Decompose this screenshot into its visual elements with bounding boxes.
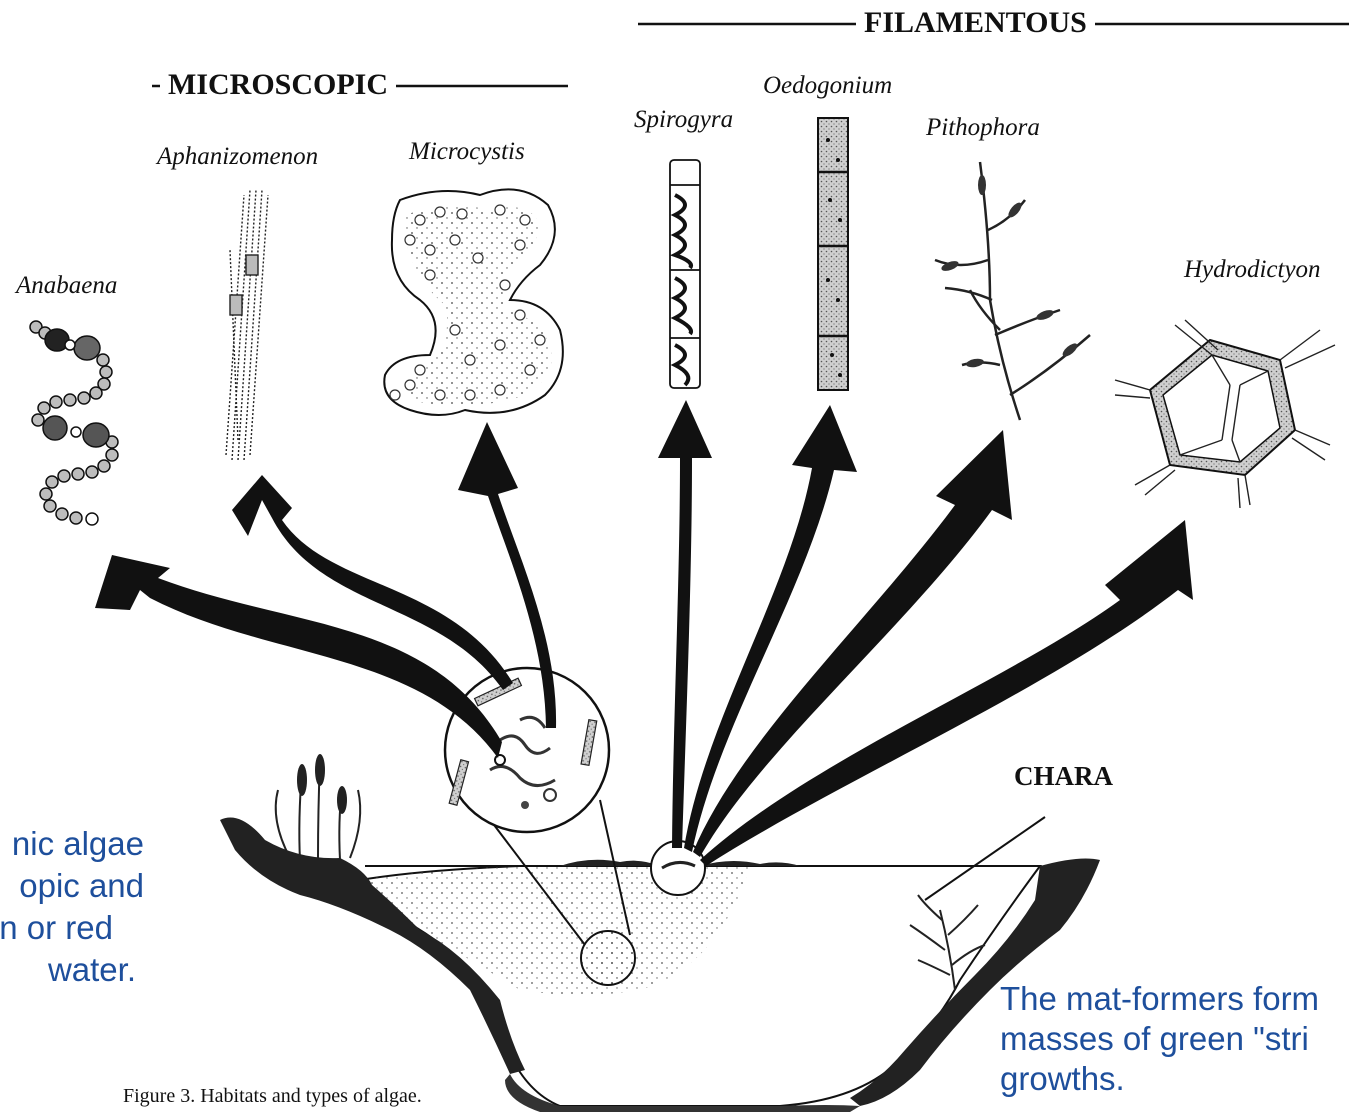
left-note-line: n or red bbox=[0, 909, 113, 946]
aphanizomenon-drawing bbox=[226, 190, 268, 460]
left-note-line: opic and bbox=[19, 867, 144, 904]
label-oedogonium: Oedogonium bbox=[763, 72, 892, 100]
right-note-line: The mat-formers form bbox=[1000, 980, 1319, 1017]
label-aphanizomenon: Aphanizomenon bbox=[157, 143, 318, 171]
label-hydrodictyon: Hydrodictyon bbox=[1184, 256, 1321, 284]
microscopic-header: MICROSCOPIC bbox=[160, 68, 396, 102]
magnified-sample bbox=[445, 668, 609, 832]
pond-illustration bbox=[220, 754, 1100, 1112]
label-spirogyra: Spirogyra bbox=[634, 106, 733, 134]
chara-label: CHARA bbox=[1014, 761, 1113, 791]
right-note: The mat-formers form masses of green "st… bbox=[1000, 980, 1349, 1114]
right-note-line: masses of green "stri bbox=[1000, 1020, 1309, 1057]
spirogyra-drawing bbox=[670, 160, 700, 388]
label-anabaena: Anabaena bbox=[16, 272, 117, 300]
arrows bbox=[95, 400, 1193, 866]
left-note-line: water. bbox=[48, 951, 136, 988]
figure-caption: Figure 3. Habitats and types of algae. bbox=[123, 1085, 422, 1108]
left-note: nic algae opic and n or red water. bbox=[0, 825, 160, 995]
label-pithophora: Pithophora bbox=[926, 114, 1040, 142]
filamentous-header: FILAMENTOUS bbox=[856, 6, 1095, 40]
microcystis-drawing bbox=[384, 189, 563, 415]
pithophora-drawing bbox=[935, 162, 1090, 420]
hydrodictyon-drawing bbox=[1115, 320, 1335, 508]
anabaena-drawing bbox=[30, 321, 118, 525]
label-microcystis: Microcystis bbox=[409, 138, 525, 166]
right-note-line: growths. bbox=[1000, 1060, 1125, 1097]
oedogonium-drawing bbox=[818, 118, 848, 390]
left-note-line: nic algae bbox=[12, 825, 144, 862]
